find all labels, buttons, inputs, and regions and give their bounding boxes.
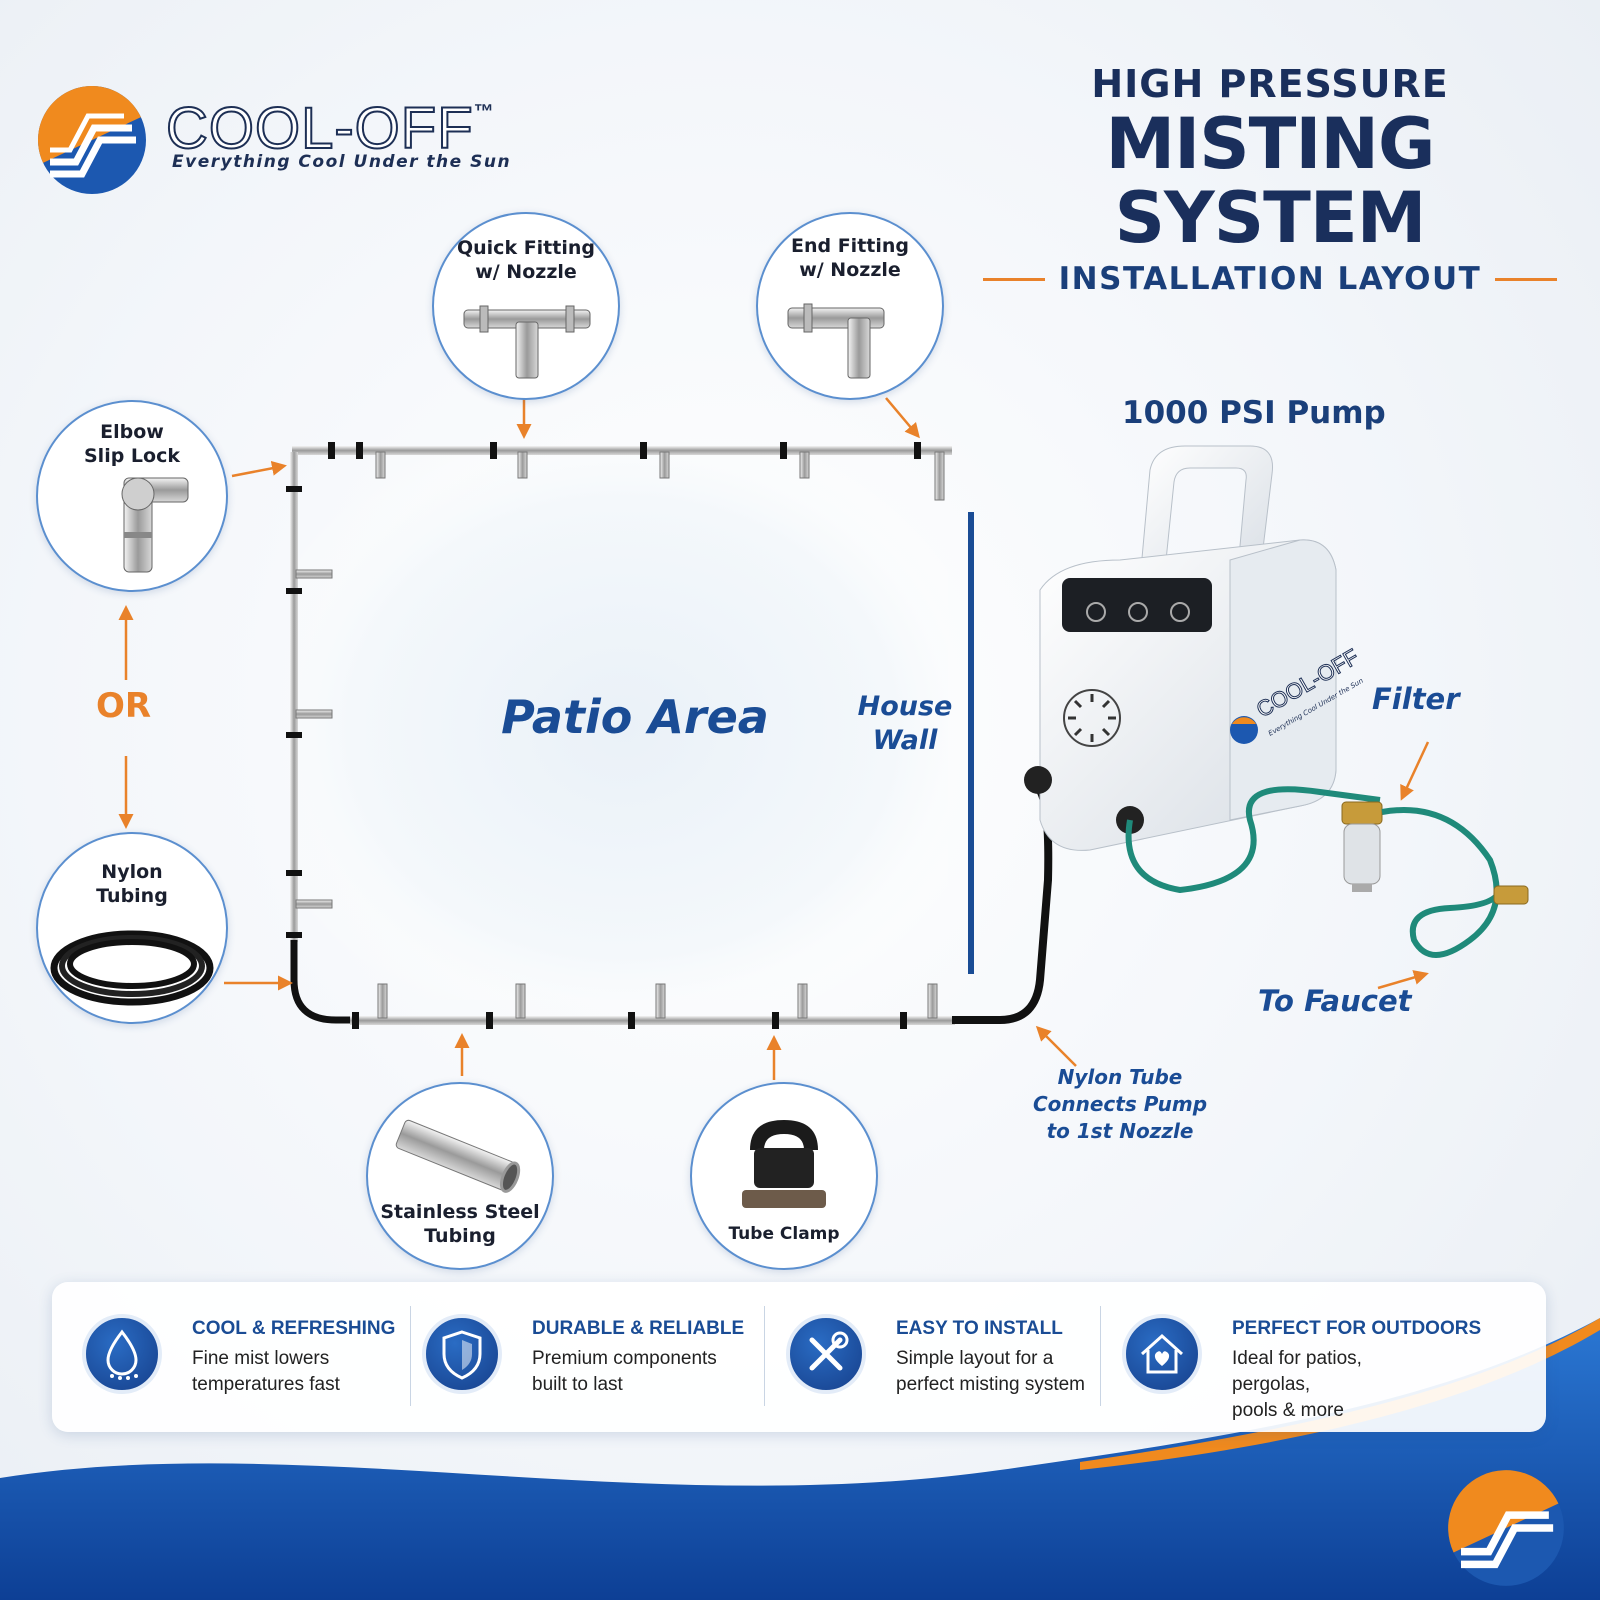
tee-fitting-icon [463, 305, 591, 379]
cool-off-logo [38, 86, 146, 194]
shield-icon [422, 1314, 502, 1394]
feature-title: PERFECT FOR OUTDOORS [1232, 1318, 1482, 1339]
tools-icon [786, 1314, 866, 1394]
brand-name: COOL-OFF™ [165, 96, 495, 161]
feature-desc: Ideal for patios, pergolas,pools & more [1232, 1348, 1362, 1421]
title-line-2: MISTING SYSTEM [1105, 103, 1436, 259]
or-label: OR [96, 686, 152, 726]
elbow-fitting-icon [121, 477, 189, 573]
feature-title: DURABLE & RELIABLE [532, 1318, 745, 1339]
nylon-coil-icon [50, 930, 214, 1006]
bottom-pipe [350, 1016, 955, 1025]
house-wall-line [968, 512, 974, 974]
feature-outdoors: PERFECT FOR OUTDOORS Ideal for patios, p… [1092, 1282, 1512, 1432]
left-clamps [286, 486, 302, 938]
arrow-nylon-note [1035, 1025, 1077, 1067]
feature-title: COOL & REFRESHING [192, 1318, 396, 1339]
arrow-filter [1400, 741, 1430, 801]
top-pipe [292, 446, 952, 455]
water-drop-icon [82, 1314, 162, 1394]
steel-tube-icon [395, 1119, 521, 1193]
title-line-1: HIGH PRESSURE [1091, 62, 1449, 106]
tube-clamp-circle: Tube Clamp [690, 1082, 878, 1270]
home-heart-icon [1122, 1314, 1202, 1394]
corner-logo [1448, 1470, 1564, 1586]
arrow-end-fitting [885, 397, 920, 439]
left-pipe [290, 452, 298, 942]
filter-illustration [1341, 801, 1529, 958]
bottom-fittings [377, 983, 938, 1019]
arrow-faucet [1377, 970, 1429, 990]
nylon-corner [290, 940, 360, 1024]
title-block: HIGH PRESSURE MISTING SYSTEM INSTALLATIO… [960, 62, 1580, 297]
faucet-label: To Faucet [1258, 984, 1412, 1018]
bottom-clamps [352, 1012, 907, 1029]
patio-area-label: Patio Area [501, 690, 769, 744]
title-line-3: INSTALLATION LAYOUT [1058, 261, 1482, 297]
tube-clamp-icon [742, 1120, 826, 1208]
left-fittings [295, 569, 333, 909]
pump-label: 1000 PSI Pump [1122, 395, 1386, 431]
pump-illustration: COOL-OFF Everything Cool Under the Sun [1024, 445, 1381, 894]
feature-title: EASY TO INSTALL [896, 1318, 1063, 1339]
filter-label: Filter [1372, 682, 1460, 716]
brand-tagline: Everything Cool Under the Sun [172, 152, 512, 172]
arrow-elbow [231, 460, 287, 478]
top-fittings [375, 451, 945, 501]
end-fitting-icon [787, 303, 885, 379]
top-clamps [328, 442, 921, 459]
